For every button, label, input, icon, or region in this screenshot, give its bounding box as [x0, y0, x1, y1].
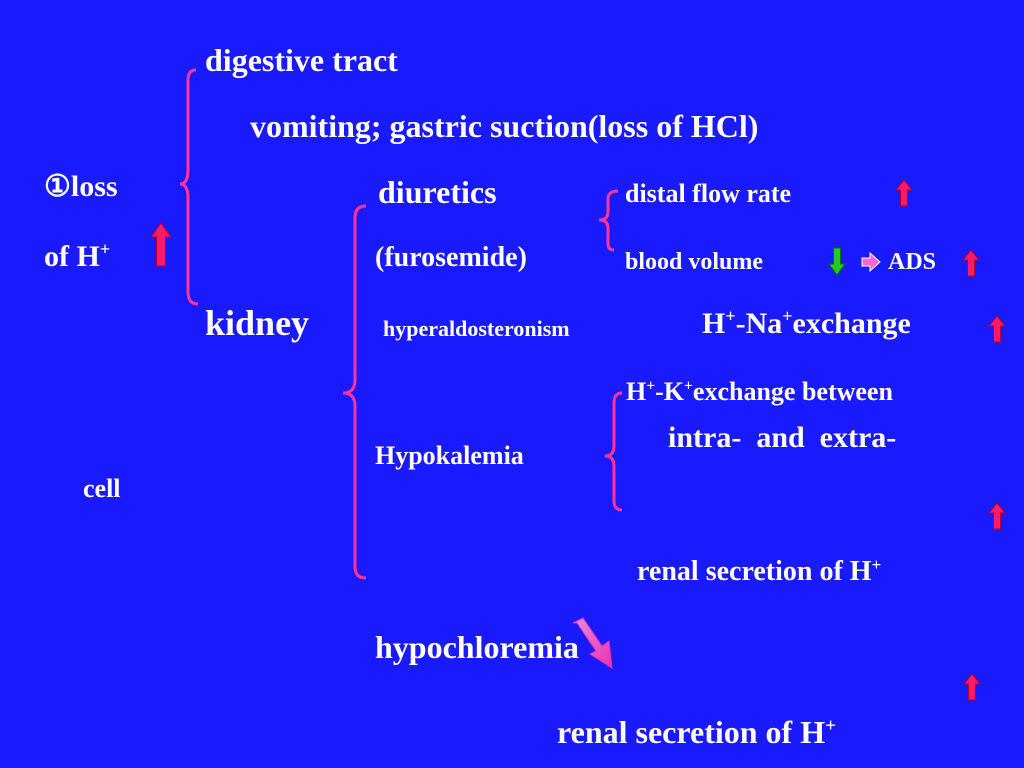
hypochloremia-label: hypochloremia	[375, 629, 579, 665]
cell-label: cell	[83, 474, 121, 503]
bracket-diuretics	[598, 189, 619, 252]
h-k-exchange-label: H+-K+exchange between	[626, 377, 893, 406]
diuretics-label: diuretics	[378, 174, 497, 210]
vomiting-label: vomiting; gastric suction(loss of HCl)	[250, 108, 759, 144]
bracket-hypokalemia	[604, 391, 623, 512]
h-na-exchange-label: H+-Na+exchange	[702, 306, 911, 340]
ads-label: ADS	[888, 249, 937, 275]
hypokalemia-label: Hypokalemia	[375, 441, 524, 470]
furosemide-label: (furosemide)	[375, 242, 527, 273]
hyperaldosteronism-label: hyperaldosteronism	[383, 316, 570, 341]
blood-volume-label: blood volume	[625, 249, 764, 275]
bracket-kidney	[342, 204, 367, 580]
distal-flow-rate-label: distal flow rate	[625, 179, 792, 208]
loss-label: ①loss	[44, 172, 118, 202]
renal-secretion-2-label: renal secretion of H+	[557, 714, 837, 750]
arrow-down-icon	[828, 247, 846, 276]
of-h-label: of H+	[44, 239, 111, 273]
intra-extra-label: intra- and extra-	[668, 421, 897, 454]
arrow-diagonal-icon	[572, 617, 613, 669]
loss-word: loss	[70, 170, 118, 203]
arrow-up-icon	[894, 179, 914, 207]
digestive-tract-label: digestive tract	[205, 42, 398, 78]
kidney-label: kidney	[205, 303, 310, 343]
arrow-up-icon	[961, 249, 981, 277]
bracket-main	[179, 68, 199, 306]
arrow-right-icon	[861, 251, 881, 273]
arrow-up-icon	[150, 222, 172, 267]
renal-secretion-1-label: renal secretion of H+	[637, 554, 882, 587]
loss-marker: ①	[44, 170, 71, 203]
arrow-up-icon	[962, 673, 982, 701]
arrow-up-icon	[987, 315, 1007, 343]
arrow-up-icon	[987, 502, 1007, 530]
